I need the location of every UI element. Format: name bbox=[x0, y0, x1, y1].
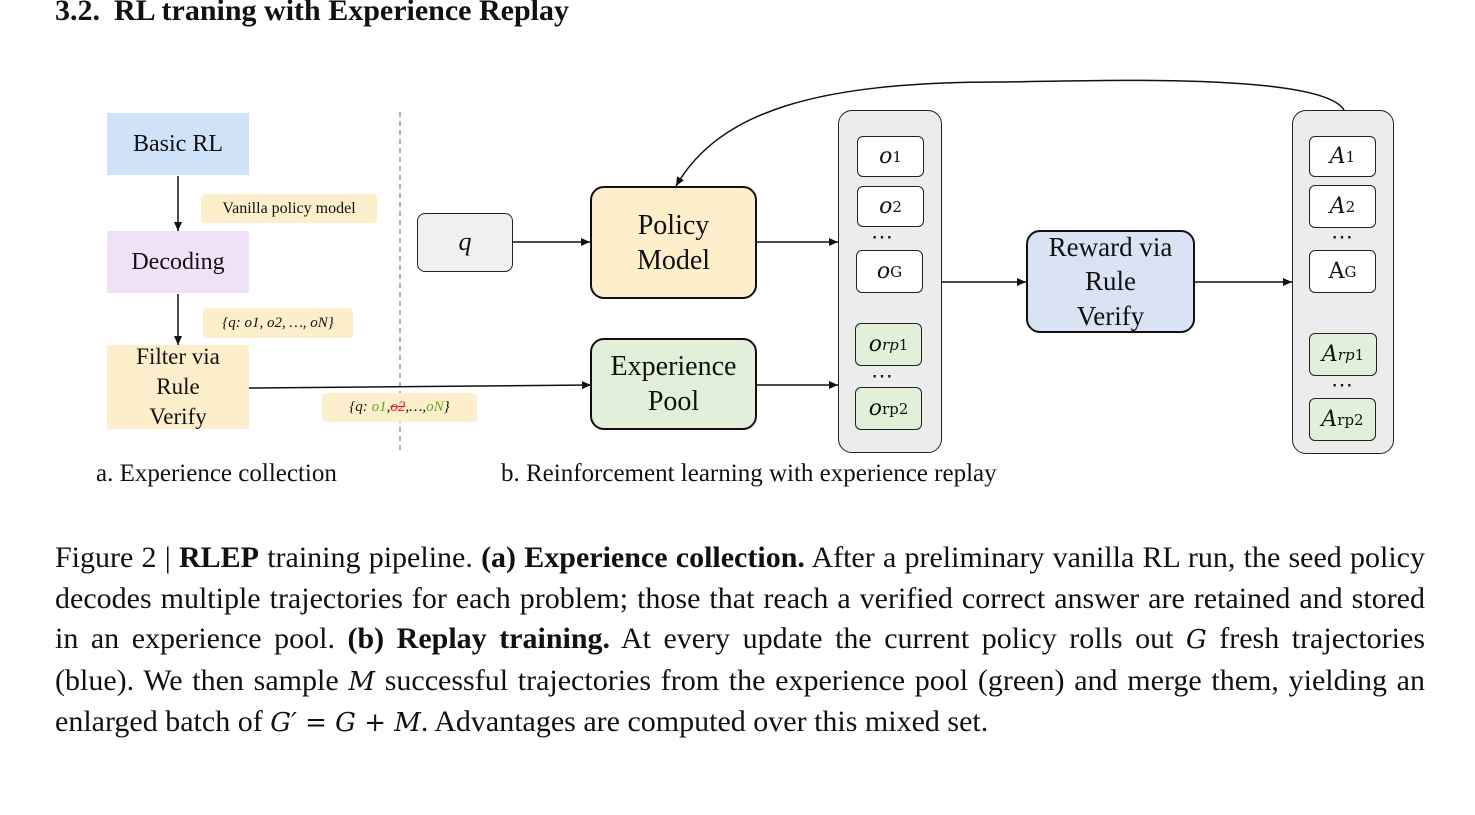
caption-var-g: G bbox=[1185, 625, 1207, 655]
arrow-filter-to-pool bbox=[248, 381, 592, 390]
vanilla-policy-label: Vanilla policy model bbox=[222, 199, 356, 217]
advantages-ellipsis: ⋯ bbox=[1331, 224, 1354, 249]
basic-rl-box: Basic RL bbox=[107, 113, 249, 175]
filter-box: Filter via Rule Verify bbox=[107, 344, 249, 429]
section-heading: 3.2. RL traning with Experience Replay bbox=[55, 0, 569, 28]
subcaption-a: a. Experience collection bbox=[96, 460, 337, 487]
filter-line-1: Filter via bbox=[136, 344, 220, 370]
caption-b-bold: (b) Replay training. bbox=[347, 622, 611, 655]
vanilla-policy-tag: Vanilla policy model bbox=[201, 194, 377, 223]
decoding-box: Decoding bbox=[107, 231, 249, 293]
caption-text-5: successful trajectories from the experie… bbox=[55, 663, 1425, 739]
caption-text-4: fresh trajectories (blue). We then sampl… bbox=[55, 622, 1425, 697]
arrow-feedback-loop bbox=[675, 79, 1345, 187]
reward-line-1: Reward via bbox=[1048, 231, 1173, 262]
filtered-close: } bbox=[443, 399, 450, 415]
filtered-on: oN bbox=[426, 399, 444, 415]
filtered-o2-rejected: o2 bbox=[390, 399, 406, 415]
figure-rlep-pipeline: Basic RL Vanilla policy model Decoding {… bbox=[96, 79, 1394, 487]
section-number: 3.2. bbox=[55, 0, 100, 27]
replay-advantages-ellipsis: ⋯ bbox=[1331, 372, 1354, 397]
subcaption-b: b. Reinforcement learning with experienc… bbox=[501, 460, 997, 487]
policy-line-2: Model bbox=[636, 244, 711, 276]
query-box: q bbox=[417, 213, 513, 272]
caption-a-bold: (a) Experience collection. bbox=[481, 541, 805, 574]
caption-var-m: M bbox=[348, 666, 375, 697]
experience-pool-box: Experience Pool bbox=[590, 338, 757, 430]
policy-model-box: Policy Model bbox=[590, 186, 757, 299]
reward-box: Reward via Rule Verify bbox=[1026, 230, 1195, 333]
caption-rlep: RLEP bbox=[178, 541, 259, 574]
outputs-ellipsis: ⋯ bbox=[871, 224, 894, 249]
decode-set-items: o1, o2, …, oN} bbox=[244, 314, 334, 331]
filtered-prefix: {q: bbox=[349, 399, 368, 415]
section-title: RL traning with Experience Replay bbox=[114, 0, 569, 27]
caption-formula: G′ = G + M bbox=[270, 708, 421, 738]
caption-text-6: . Advantages are computed over this mixe… bbox=[420, 705, 989, 738]
filtered-set-tag: {q: o1,o2,…,oN} bbox=[322, 393, 477, 422]
decode-set-tag: {q: o1, o2, …, oN} bbox=[203, 308, 353, 338]
reward-line-2: Rule bbox=[1085, 266, 1136, 297]
query-label: q bbox=[458, 227, 472, 257]
experience-line-1: Experience bbox=[610, 351, 737, 382]
filter-line-3: Verify bbox=[149, 403, 207, 429]
caption-text-1: training pipeline. bbox=[258, 541, 482, 574]
filtered-o1: o1 bbox=[371, 399, 387, 415]
experience-line-2: Pool bbox=[647, 386, 700, 417]
caption-label: Figure 2 | bbox=[55, 541, 179, 574]
replay-outputs-ellipsis: ⋯ bbox=[871, 363, 894, 388]
decode-set-prefix: {q: bbox=[222, 314, 241, 331]
caption-text-3: At every update the current policy rolls… bbox=[610, 622, 1186, 655]
filtered-rest: ,…, bbox=[405, 399, 427, 415]
filter-line-2: Rule bbox=[156, 374, 200, 400]
figure-caption: Figure 2 | RLEP training pipeline. (a) E… bbox=[55, 538, 1425, 744]
reward-line-3: Verify bbox=[1076, 300, 1145, 331]
basic-rl-label: Basic RL bbox=[133, 131, 223, 157]
policy-line-1: Policy bbox=[637, 209, 710, 241]
decoding-label: Decoding bbox=[131, 249, 225, 275]
caption-text-2: After a preliminary vanilla RL run, the … bbox=[55, 541, 1425, 655]
